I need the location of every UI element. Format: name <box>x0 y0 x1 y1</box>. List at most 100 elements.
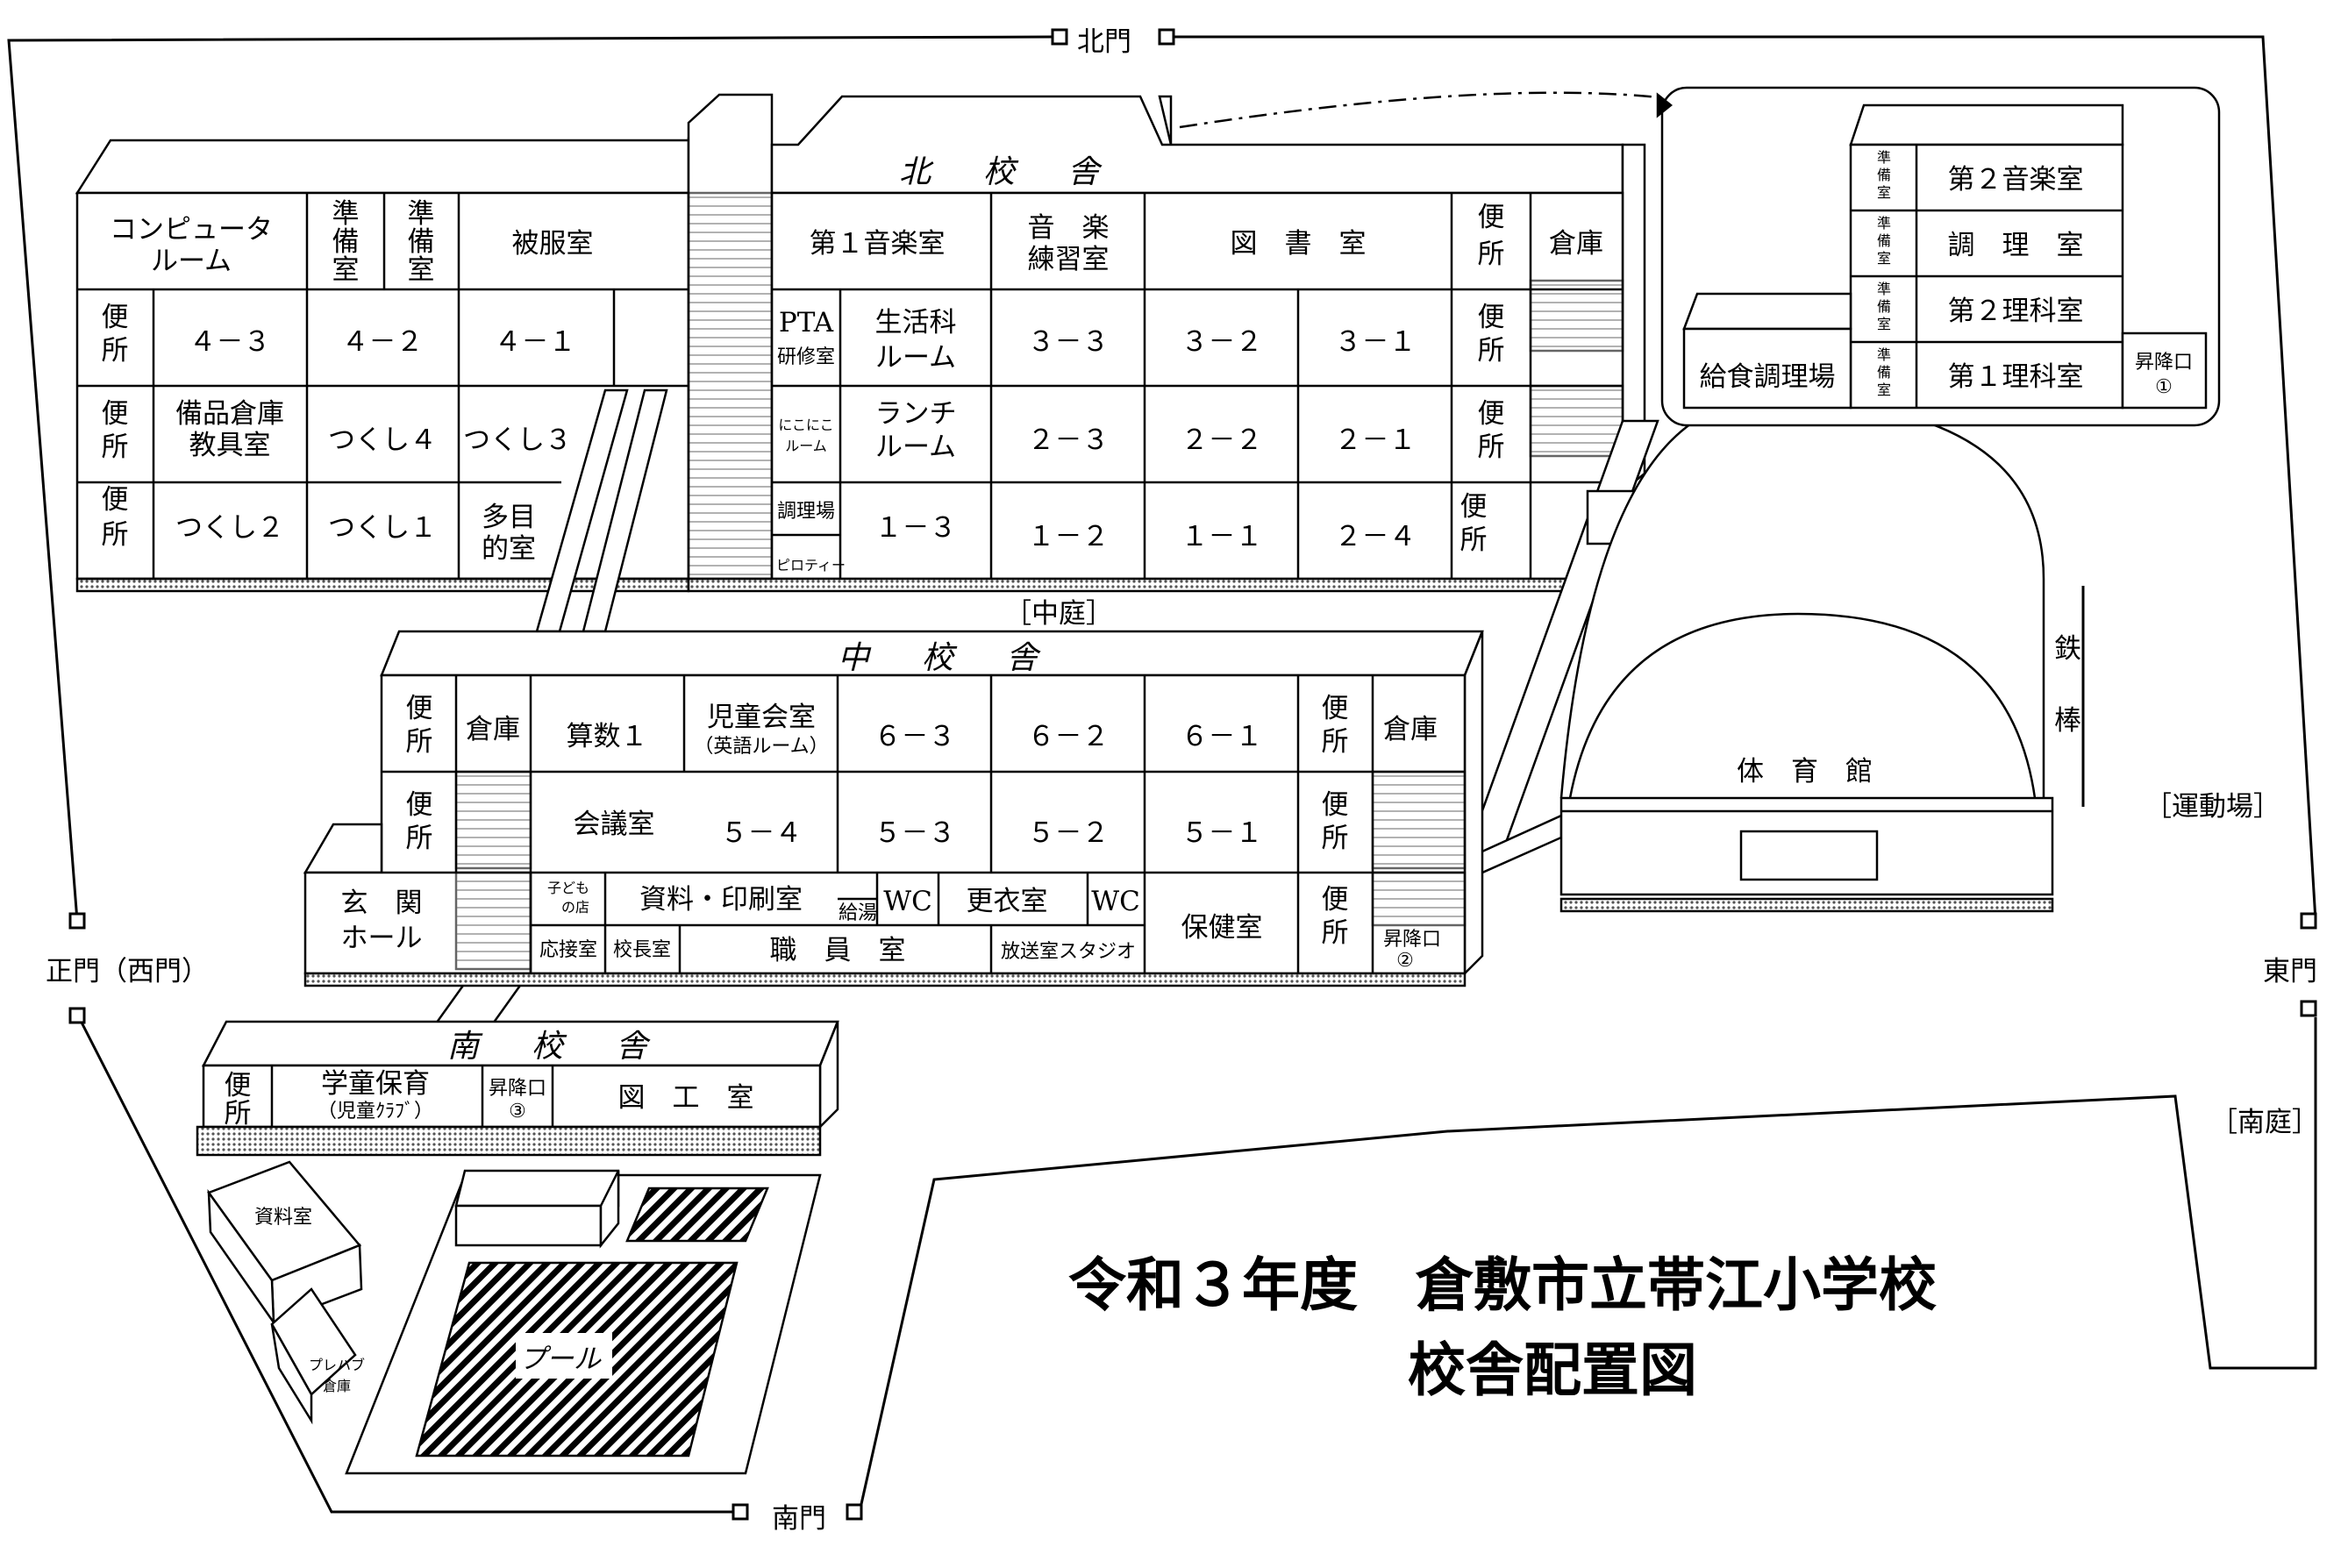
class-4-1: ４－１ <box>495 326 576 358</box>
north-gate-label: 北門 <box>1077 26 1131 58</box>
toilet-s1: 便 <box>225 1070 252 1101</box>
storage-buildings <box>207 1160 363 1425</box>
resource-print-room: 資料・印刷室 <box>639 884 803 916</box>
prep-room-b: 準 <box>408 198 435 230</box>
middle-building-rooms: 便 所 倉庫 算数１ 児童会室 （英語ルーム） ６－３ ６－２ ６－１ 便 所 … <box>341 693 1442 972</box>
multipurpose-room: 多目 <box>482 502 536 533</box>
class-2-2: ２－２ <box>1181 424 1263 456</box>
class-4-3: ４－３ <box>189 326 271 358</box>
class-2-4: ２－４ <box>1335 521 1417 552</box>
multipurpose-room-2: 的室 <box>482 533 536 565</box>
entrance-2-label: 昇降口 <box>1383 929 1441 951</box>
entrance-hall-2: ホール <box>341 923 423 954</box>
tsukushi-1: つくし１ <box>328 512 437 544</box>
middle-building-label: 中 校 舎 <box>838 640 1048 676</box>
reception-room: 応接室 <box>539 939 597 961</box>
teaching-tools-room: 教具室 <box>189 430 271 461</box>
toilet-n2b: 所 <box>102 431 129 463</box>
south-gate-post-east <box>846 1503 863 1521</box>
page-title: 令和３年度 倉敷市立帯江小学校 <box>1068 1251 1937 1319</box>
prefab-storage-2: 倉庫 <box>323 1378 351 1394</box>
class-3-1: ３－１ <box>1335 326 1417 358</box>
prep-room-annex-1: 準 <box>1877 149 1891 166</box>
class-6-1: ６－１ <box>1181 721 1263 752</box>
storage-north: 倉庫 <box>1549 228 1603 260</box>
entrance-3-num: ③ <box>509 1101 526 1123</box>
class-6-3: ６－３ <box>874 721 956 752</box>
prep-room-annex-1b: 備 <box>1877 167 1891 183</box>
wc-2: WC <box>1091 886 1140 917</box>
north-building-label: 北 校 舎 <box>899 154 1110 190</box>
courtyard-label: ［中庭］ <box>1004 598 1113 630</box>
entrance-2-num: ② <box>1396 950 1414 972</box>
toilet-m5: 便 <box>1322 884 1349 916</box>
tsukushi-2: つくし２ <box>175 512 284 544</box>
prep-room-annex-3c: 室 <box>1877 316 1891 332</box>
prep-room-b3: 室 <box>408 254 435 286</box>
middle-building <box>303 630 1484 987</box>
lunch-room: ランチ <box>875 398 957 430</box>
entrance-1-num: ① <box>2155 376 2173 398</box>
west-gate-post-north <box>68 912 86 930</box>
tsukushi-4: つくし４ <box>328 424 437 456</box>
science-room-2: 第２理科室 <box>1948 296 2084 327</box>
site-boundary <box>7 35 2317 1514</box>
east-gate-post-south <box>2300 1000 2317 1017</box>
annex-rooms: 準 備 室 準 備 室 準 備 室 準 備 室 第２音楽室 調 理 室 第２理科… <box>1700 149 2194 398</box>
after-school-care: 学童保育 <box>321 1068 430 1100</box>
prep-room-annex-1c: 室 <box>1877 184 1891 201</box>
iron-bar-char-1: 鉄 <box>2054 633 2081 665</box>
pta-room-2: 研修室 <box>777 346 835 368</box>
toilet-n4: 便 <box>1478 202 1505 233</box>
toilet-s1b: 所 <box>225 1098 252 1130</box>
prep-room-annex-4b: 備 <box>1877 364 1891 381</box>
toilet-m5b: 所 <box>1322 917 1349 949</box>
nikoniko-room-2: ルーム <box>785 438 827 454</box>
prep-room-annex-2: 準 <box>1877 215 1891 232</box>
computer-room-label-2: ルーム <box>151 246 232 277</box>
class-4-2: ４－２ <box>342 326 424 358</box>
north-building-rooms: コンピュータ ルーム 準 備 室 準 備 室 被服室 便 所 ４－３ ４－２ ４… <box>102 198 1604 574</box>
nikoniko-room: にこにこ <box>778 417 833 433</box>
wc-1: WC <box>883 886 932 917</box>
library: 図 書 室 <box>1231 228 1367 260</box>
science-room-1: 第１理科室 <box>1948 361 2084 393</box>
class-2-1: ２－１ <box>1335 424 1417 456</box>
entrance-1-label: 昇降口 <box>2135 352 2193 374</box>
prep-room-b2: 備 <box>408 226 435 258</box>
sewing-room: 被服室 <box>512 228 594 260</box>
math-room-1: 算数１ <box>567 721 648 752</box>
class-1-3: １－３ <box>875 512 957 544</box>
north-gate-post-east <box>1158 28 1175 46</box>
music-practice-room: 音 楽 <box>1028 212 1110 244</box>
music-room-2: 第２音楽室 <box>1948 164 2084 196</box>
gym-label: 体 育 館 <box>1737 756 1873 788</box>
page-subtitle: 校舎配置図 <box>1408 1336 1697 1404</box>
toilet-m3b: 所 <box>406 823 433 854</box>
prep-room-annex-2b: 備 <box>1877 232 1891 249</box>
class-3-2: ３－２ <box>1181 326 1263 358</box>
entrance-hall: 玄 関 <box>341 887 423 919</box>
cooking-room: 調 理 室 <box>1948 230 2084 261</box>
class-1-1: １－１ <box>1181 521 1263 552</box>
pta-room: PTA <box>779 307 834 339</box>
toilet-m2: 便 <box>1322 693 1349 724</box>
toilet-n2: 便 <box>102 398 129 430</box>
storage-room-outbuilding: 資料室 <box>254 1207 312 1229</box>
class-5-4: ５－４ <box>721 817 803 849</box>
north-building <box>75 93 1646 593</box>
equipment-storage: 備品倉庫 <box>175 398 284 430</box>
tsukushi-3: つくし３ <box>463 424 572 456</box>
toilet-n3: 便 <box>102 484 129 516</box>
life-science-room-2: ルーム <box>875 342 956 374</box>
east-gate-label: 東門 <box>2263 956 2317 987</box>
toilet-n6b: 所 <box>1478 431 1505 463</box>
prep-room-a2: 備 <box>332 226 360 258</box>
pool-area <box>345 1169 822 1475</box>
gymnasium <box>1559 397 2054 913</box>
class-2-3: ２－３ <box>1028 424 1110 456</box>
entrance-3-label: 昇降口 <box>489 1078 546 1100</box>
class-5-2: ５－２ <box>1028 817 1110 849</box>
hot-water-room: 給湯 <box>839 902 877 924</box>
